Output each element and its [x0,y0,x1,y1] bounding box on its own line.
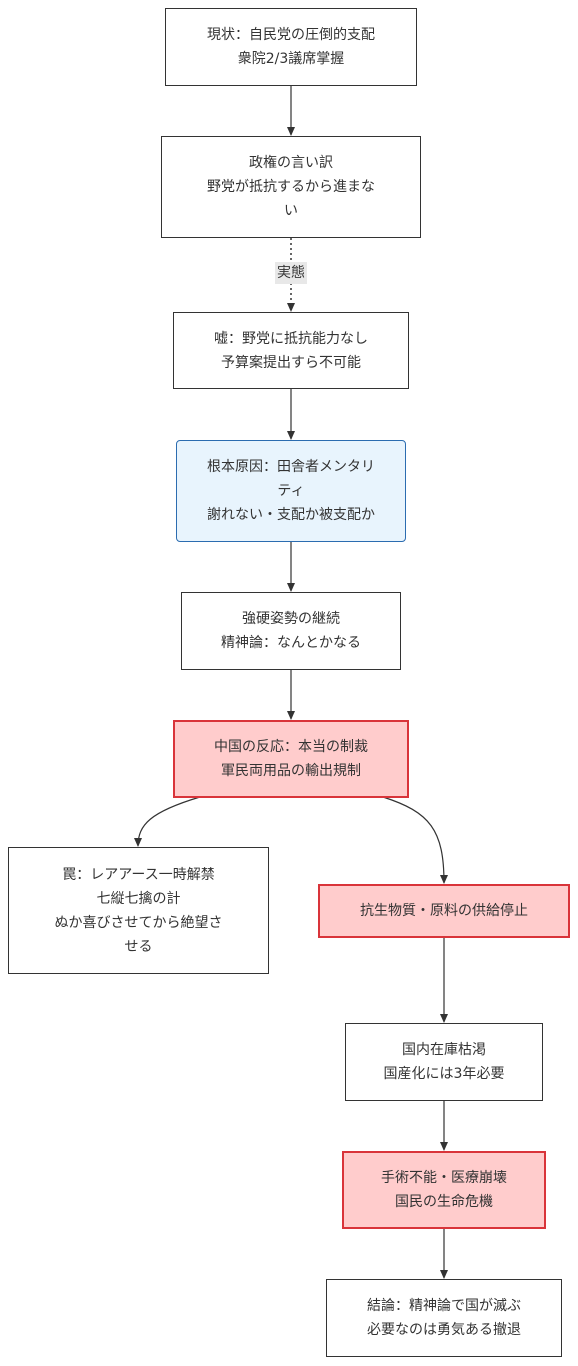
node-line: 嘘：野党に抵抗能力なし [214,330,368,347]
node-line: い [284,203,298,219]
edge-china-antibiotic [382,796,448,884]
node-antibiotic-stop: 抗生物質・原料の供給停止 [318,884,570,938]
node-line: 精神論：なんとかなる [221,635,361,651]
node-hardline: 強硬姿勢の継続 精神論：なんとかなる [181,592,401,670]
node-conclusion: 結論：精神論で国が滅ぶ 必要なのは勇気ある撤退 [326,1279,562,1357]
node-line: 国産化には3年必要 [383,1066,505,1082]
node-line: 手術不能・医療崩壊 [381,1170,507,1186]
node-line: 中国の反応：本当の制裁 [214,739,368,755]
node-excuse: 政権の言い訳 野党が抵抗するから進まな い [161,136,421,238]
node-line: 衆院2/3議席掌握 [237,51,345,67]
node-line: 罠：レアアース一時解禁 [62,866,215,883]
node-root-cause: 根本原因：田舎者メンタリ ティ 謝れない・支配か被支配か [176,440,406,542]
node-line: ティ [277,483,305,499]
node-line: 必要なのは勇気ある撤退 [367,1322,521,1338]
node-line: 予算案提出すら不可能 [221,354,361,371]
node-line: 結論：精神論で国が滅ぶ [367,1298,521,1314]
node-line: 根本原因：田舎者メンタリ [207,459,375,475]
node-line: 軍民両用品の輸出規制 [221,763,361,779]
node-line: 政権の言い訳 [249,155,333,171]
node-line: 七縦七擒の計 [96,890,181,907]
node-line: 国民の生命危機 [395,1194,493,1210]
node-stock-depletion: 国内在庫枯渇 国産化には3年必要 [345,1023,543,1101]
node-medical-collapse: 手術不能・医療崩壊 国民の生命危機 [342,1151,546,1229]
node-china-reaction: 中国の反応：本当の制裁 軍民両用品の輸出規制 [173,720,409,798]
node-lie: 嘘：野党に抵抗能力なし 予算案提出すら不可能 [173,312,409,389]
edge-china-trap [134,796,201,847]
node-line: 野党が抵抗するから進まな [207,179,375,195]
node-line: 現状：自民党の圧倒的支配 [207,27,375,43]
node-status: 現状：自民党の圧倒的支配 衆院2/3議席掌握 [165,8,417,86]
node-trap: 罠：レアアース一時解禁 七縦七擒の計 ぬか喜びさせてから絶望さ せる [8,847,269,974]
node-line: 謝れない・支配か被支配か [207,507,375,523]
node-line: せる [124,938,153,955]
node-line: 抗生物質・原料の供給停止 [360,903,528,919]
edge-label-reality: 実態 [275,262,307,284]
node-line: 強硬姿勢の継続 [242,611,340,627]
node-line: ぬか喜びさせてから絶望さ [54,914,223,931]
node-line: 国内在庫枯渇 [402,1042,486,1058]
